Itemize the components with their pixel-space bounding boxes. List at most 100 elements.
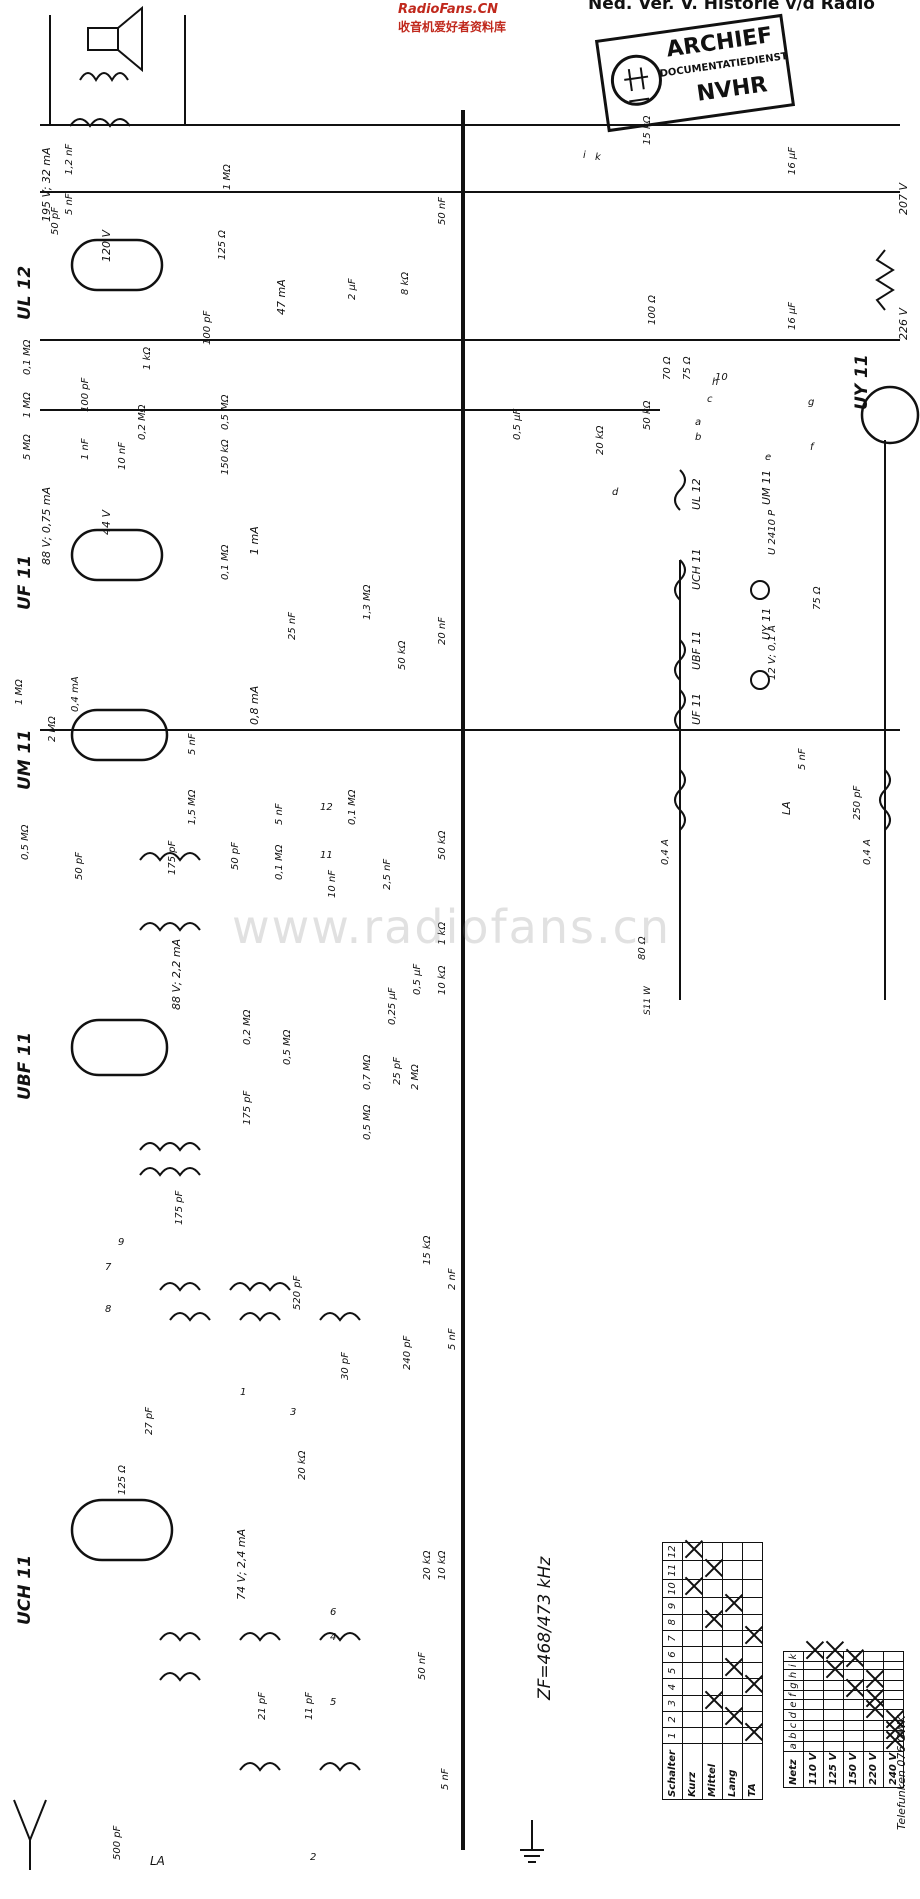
- mains-table-empty-cell: [823, 1709, 844, 1721]
- tap-f: f: [810, 442, 815, 453]
- comp-c-175pf-c: 175 pF: [174, 1190, 185, 1225]
- comp-c-240pf: 240 pF: [402, 1335, 413, 1370]
- comp-r-0-1mohm-c: 0,1 MΩ: [347, 789, 358, 825]
- mains-table-empty-cell: [843, 1720, 864, 1731]
- switch-4: 4: [330, 1632, 336, 1643]
- switch-table-cross-mark: [682, 1542, 703, 1561]
- mains-table-cross-mark: [843, 1661, 864, 1670]
- filter-choke-icon: [875, 249, 895, 311]
- switch-table-empty-cell: [702, 1646, 723, 1663]
- mains-226v: 226 V: [897, 307, 910, 340]
- switch-table-empty-cell: [702, 1662, 723, 1679]
- comp-r-125ohm: 125 Ω: [217, 230, 228, 260]
- mains-table-empty-cell: [843, 1651, 864, 1662]
- comp-c-0-25uf: 0,25 µF: [387, 987, 398, 1025]
- comp-c-11pf: 11 pF: [304, 1692, 315, 1720]
- switch-table-column-header: 4: [662, 1678, 683, 1696]
- output-transformer-icon: [69, 72, 131, 128]
- switch-table-column-header: 11: [662, 1561, 683, 1580]
- switch-table-column-header: 3: [662, 1695, 683, 1712]
- mains-table-column-header: c: [783, 1720, 804, 1731]
- switch-table-row: Lang: [722, 1542, 743, 1800]
- comp-r-0-2mohm-b: 0,2 MΩ: [242, 1009, 253, 1045]
- mains-table-empty-cell: [823, 1730, 844, 1742]
- comp-r-15kohm: 15 kΩ: [642, 115, 653, 145]
- ul12-tube: [70, 238, 164, 292]
- switch-2: 2: [310, 1852, 316, 1863]
- switch-table-column-header: 12: [662, 1542, 683, 1561]
- heater-ubf11: UBF 11: [690, 631, 703, 670]
- comp-r-0-1mohm-uf: 0,1 MΩ: [220, 544, 231, 580]
- um11-anode-current: 0,4 mA: [70, 676, 81, 712]
- antenna-icon: [13, 1799, 47, 1870]
- comp-c-175pf: 175 pF: [167, 840, 178, 875]
- comp-c-1nf: 1 nF: [80, 438, 91, 460]
- switch-table-empty-cell: [742, 1561, 763, 1580]
- switch-table-row-label: Lang: [722, 1743, 743, 1800]
- mains-table-row-label: 150 V: [843, 1751, 864, 1788]
- mains-table-row-label: 125 V: [823, 1751, 844, 1788]
- mains-table-empty-cell: [863, 1690, 884, 1700]
- comp-r-75ohm-b: 75 Ω: [812, 586, 823, 610]
- heater-um11: UM 11: [760, 470, 773, 505]
- comp-c-100pf: 100 pF: [202, 310, 213, 345]
- comp-r-1-3mohm: 1,3 MΩ: [362, 584, 373, 620]
- comp-lamp: U 2410 P: [767, 509, 778, 555]
- switch-table-empty-cell: [682, 1711, 703, 1728]
- comp-c-250pf: 250 pF: [852, 785, 863, 820]
- mains-table-cross-mark: [863, 1680, 884, 1691]
- tap-e: e: [765, 452, 771, 463]
- switch-table-row-label: TA: [742, 1743, 763, 1800]
- comp-c-0-5uf: 0,5 µF: [512, 409, 523, 440]
- switch-table-empty-cell: [742, 1614, 763, 1631]
- comp-c-10nf-b: 10 nF: [327, 870, 338, 898]
- mains-table-empty-cell: [843, 1709, 864, 1721]
- switch-8: 8: [105, 1304, 111, 1315]
- comp-c-50nf-top: 50 nF: [437, 197, 448, 225]
- switch-table-empty-cell: [702, 1579, 723, 1598]
- switch-6: 6: [330, 1607, 336, 1618]
- switch-table-empty-cell: [702, 1678, 723, 1696]
- comp-r-10kohm: 10 kΩ: [437, 965, 448, 995]
- mains-table-empty-cell: [843, 1730, 864, 1742]
- mains-table-header-label: Netz: [783, 1751, 804, 1788]
- comp-r-1kohm: 1 kΩ: [142, 347, 153, 370]
- mains-table-empty-cell: [803, 1741, 824, 1752]
- comp-r-8kohm: 8 kΩ: [400, 272, 411, 295]
- comp-fuse-b: 0,4 A: [862, 839, 873, 865]
- mains-table-empty-cell: [843, 1741, 864, 1752]
- comp-r-80ohm: 80 Ω: [637, 936, 648, 960]
- mains-table-row-label: 220 V: [863, 1751, 884, 1788]
- comp-c-2nf: 2 nF: [447, 1268, 458, 1290]
- switch-table-column-header: 9: [662, 1597, 683, 1615]
- mains-table-cross-mark: [863, 1699, 884, 1710]
- uy11-label: UY 11: [852, 354, 872, 410]
- page-heading: Ned. Ver. V. Historie v/d Radio: [588, 0, 875, 14]
- ul12-anode-voltage: 195 V; 32 mA: [40, 147, 53, 222]
- switch-table-empty-cell: [702, 1711, 723, 1728]
- comp-r-100ohm: 100 Ω: [647, 295, 658, 325]
- tap-g: g: [808, 397, 814, 408]
- comp-c-100pf-b: 100 pF: [80, 377, 91, 412]
- comp-c-30pf: 30 pF: [340, 1352, 351, 1380]
- tap-h: h: [712, 377, 718, 388]
- um11-tube: [70, 708, 169, 762]
- switch-table-empty-cell: [742, 1646, 763, 1663]
- switch-table-empty-cell: [722, 1678, 743, 1696]
- mains-table-empty-cell: [843, 1680, 864, 1691]
- ubf11-label: UBF 11: [15, 1032, 35, 1100]
- tap-a: a: [695, 417, 701, 428]
- switch-table-column-header: 7: [662, 1630, 683, 1647]
- mains-table-column-header: f: [783, 1690, 804, 1700]
- switch-table-empty-cell: [682, 1662, 703, 1679]
- switch-table-cross-mark: [742, 1727, 763, 1744]
- switch-table-cross-mark: [742, 1630, 763, 1647]
- ubf11-tube: [70, 1018, 169, 1077]
- mains-table-empty-cell: [823, 1661, 844, 1670]
- comp-r-20kohm-b: 20 kΩ: [297, 1450, 308, 1480]
- comp-r-1mohm-um: 1 MΩ: [14, 679, 25, 705]
- comp-c-50pf-if: 50 pF: [74, 852, 85, 880]
- switch-table-empty-cell: [722, 1646, 743, 1663]
- switch-table-row: TA: [742, 1542, 763, 1800]
- mains-table-empty-cell: [803, 1661, 824, 1670]
